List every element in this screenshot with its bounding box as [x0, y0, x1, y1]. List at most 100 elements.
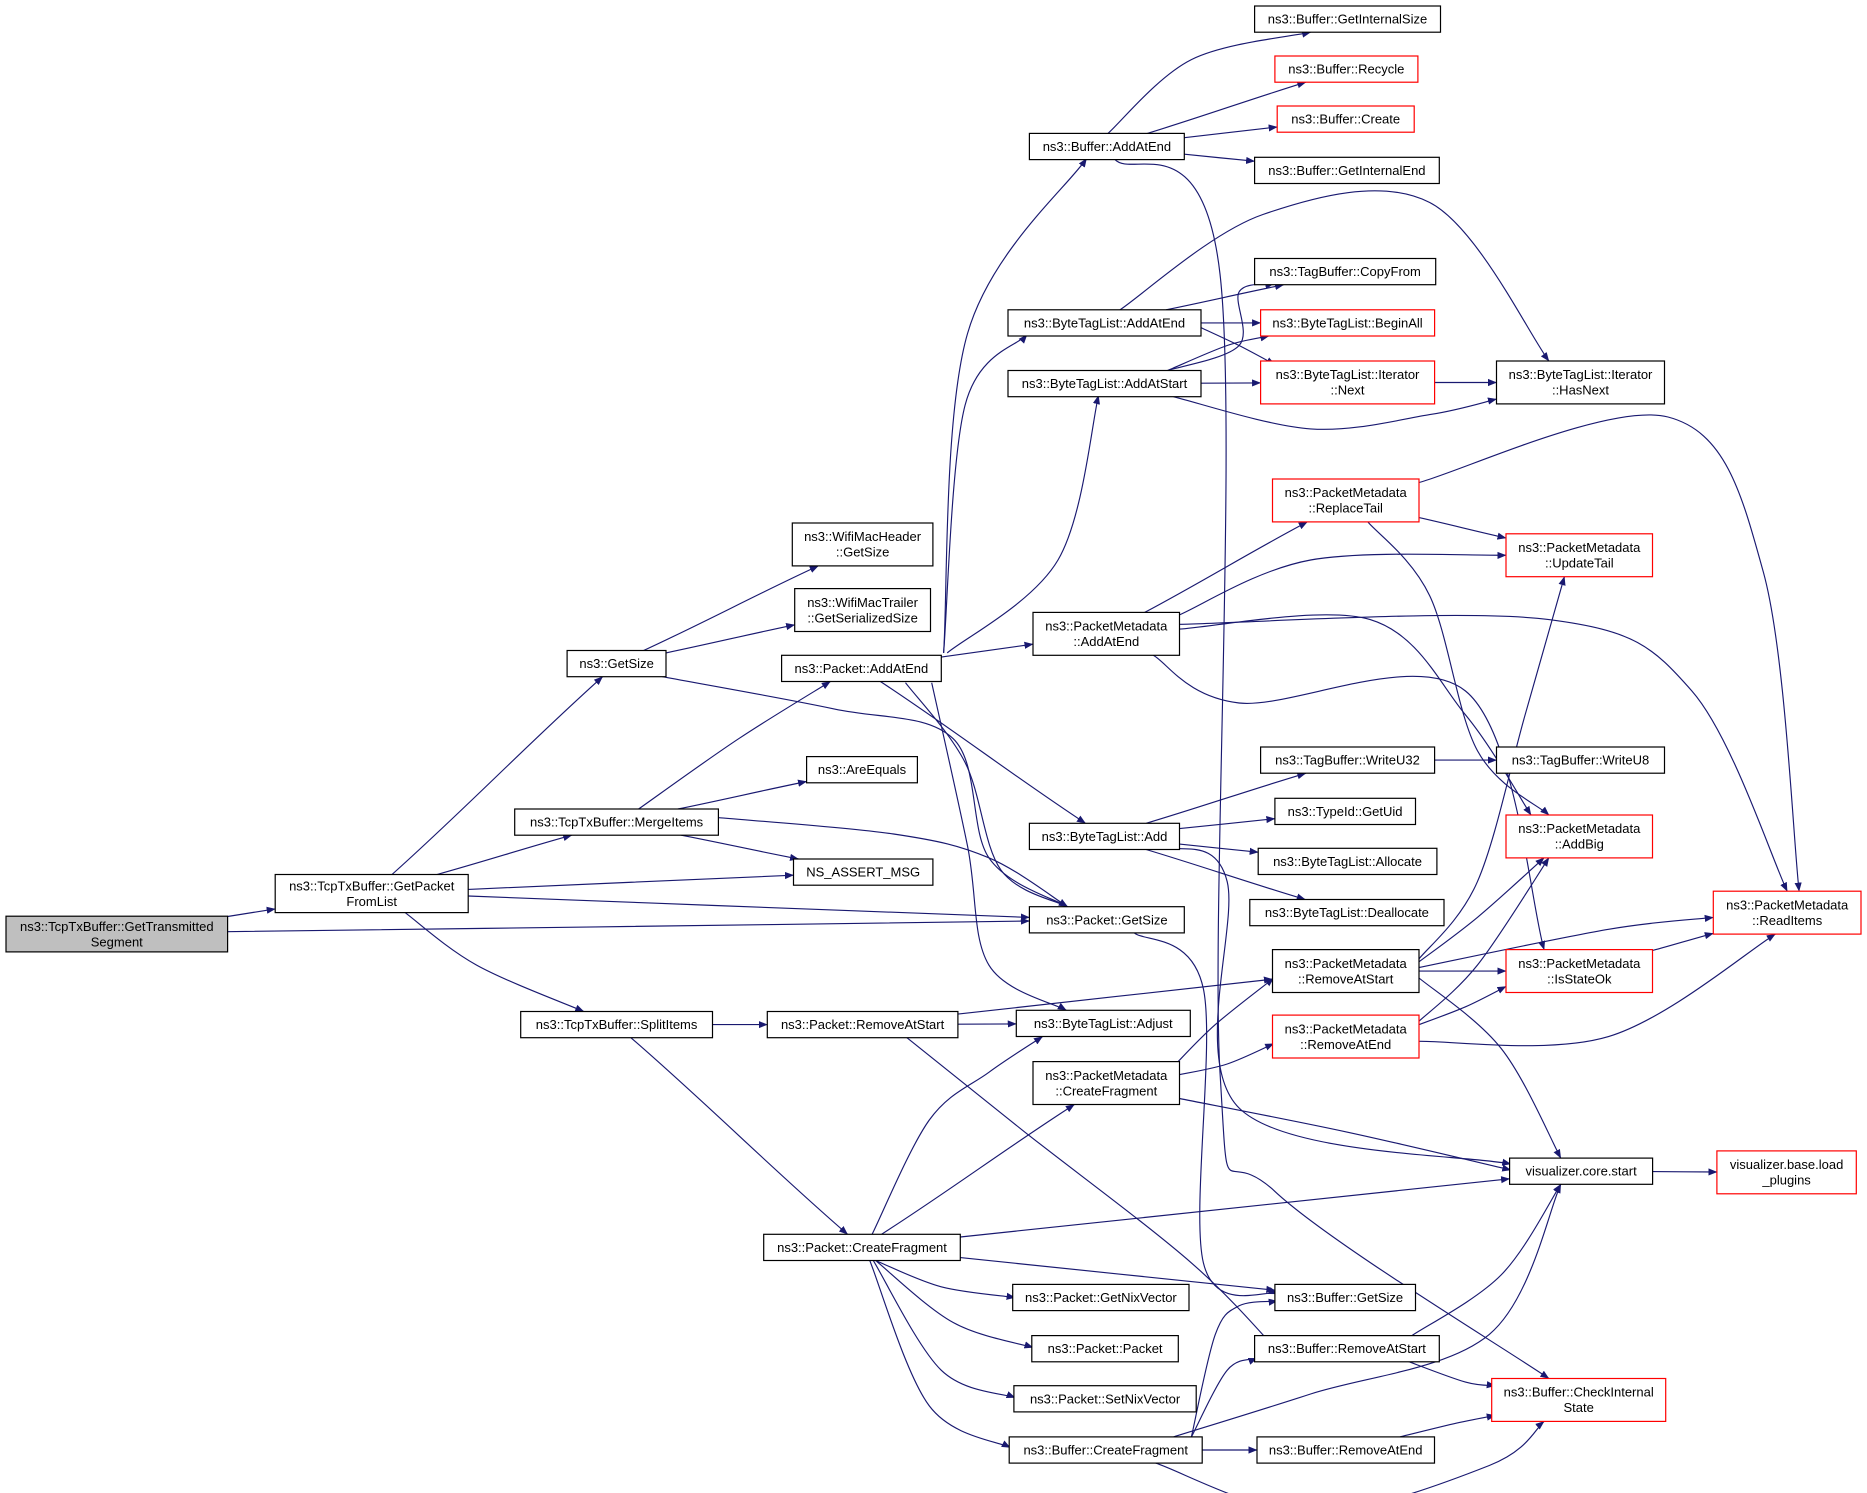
- node-box: [792, 858, 934, 886]
- edge-packetMetadataRemoveAtEnd-to-packetMetadataReadItems: [1418, 933, 1776, 1047]
- node-label-line: ::GetSerializedSize: [807, 610, 918, 625]
- node-bufferRecycle[interactable]: ns3::Buffer::Recycle: [1274, 55, 1419, 83]
- edge-packetRemoveAtStart-to-bufferRemoveAtStart: [905, 1036, 1285, 1359]
- node-label-line: ns3::ByteTagList::Allocate: [1273, 854, 1422, 869]
- node-packetPacket[interactable]: ns3::Packet::Packet: [1031, 1334, 1179, 1363]
- node-getSize[interactable]: ns3::GetSize: [566, 649, 667, 678]
- node-byteTagListIteratorHasNext[interactable]: ns3::ByteTagList::Iterator::HasNext: [1495, 360, 1666, 405]
- edge-getSize-to-wifiMacHeaderGetSize: [643, 565, 819, 652]
- node-nsAssertMsg[interactable]: NS_ASSERT_MSG: [792, 858, 934, 886]
- node-bufferRemoveAtEnd[interactable]: ns3::Buffer::RemoveAtEnd: [1256, 1436, 1436, 1464]
- node-label-line: ::UpdateTail: [1545, 556, 1614, 571]
- node-bufferCreate[interactable]: ns3::Buffer::Create: [1276, 105, 1415, 133]
- node-bufferAddAtEnd[interactable]: ns3::Buffer::AddAtEnd: [1028, 132, 1185, 161]
- node-wifiMacTrailerGetSerializedSize[interactable]: ns3::WifiMacTrailer::GetSerializedSize: [794, 587, 932, 633]
- edge-packetAddAtEnd-to-byteTagListAddAtEnd: [943, 334, 1028, 653]
- node-label-line: ns3::PacketMetadata: [1726, 897, 1849, 912]
- node-box: [1271, 948, 1420, 994]
- node-byteTagListAddAtEnd[interactable]: ns3::ByteTagList::AddAtEnd: [1007, 309, 1202, 337]
- node-label-line: ns3::PacketMetadata: [1518, 540, 1641, 555]
- node-byteTagListBeginAll[interactable]: ns3::ByteTagList::BeginAll: [1259, 309, 1436, 337]
- node-tagBufferCopyFrom[interactable]: ns3::TagBuffer::CopyFrom: [1253, 257, 1437, 286]
- node-box: [520, 1010, 714, 1039]
- node-packetRemoveAtStart[interactable]: ns3::Packet::RemoveAtStart: [766, 1010, 959, 1039]
- node-tagBufferWriteU8[interactable]: ns3::TagBuffer::WriteU8: [1495, 746, 1666, 774]
- node-label-line: ns3::TagBuffer::WriteU32: [1275, 753, 1420, 768]
- node-bufferGetInternalSize[interactable]: ns3::Buffer::GetInternalSize: [1253, 5, 1442, 33]
- node-box: [1007, 309, 1202, 337]
- node-bufferCreateFragment[interactable]: ns3::Buffer::CreateFragment: [1008, 1436, 1203, 1464]
- edge-byteTagListAddAtEnd-to-tagBufferCopyFrom: [1165, 282, 1285, 311]
- node-label-line: ns3::GetSize: [579, 656, 653, 671]
- node-packetMetadataAddBig[interactable]: ns3::PacketMetadata::AddBig: [1505, 814, 1654, 859]
- node-packetMetadataReadItems[interactable]: ns3::PacketMetadata::ReadItems: [1712, 890, 1862, 935]
- edge-mergeItems-to-packetGetSize: [714, 816, 1068, 908]
- edge-packetCreateFragment-to-packetMetadataCreateFragment: [881, 1104, 1075, 1235]
- node-box: [1505, 948, 1654, 994]
- node-label-line: ns3::Buffer::CreateFragment: [1023, 1443, 1188, 1458]
- node-label-line: ::CreateFragment: [1055, 1083, 1157, 1098]
- node-box: [1013, 1385, 1197, 1413]
- edge-bufferRemoveAtStart-to-bufferCheckInternalState: [1405, 1360, 1496, 1389]
- node-box: [1505, 814, 1654, 859]
- node-label-line: ns3::TcpTxBuffer::MergeItems: [530, 815, 704, 830]
- node-areEquals[interactable]: ns3::AreEquals: [805, 755, 918, 784]
- node-packetMetadataIsStateOk[interactable]: ns3::PacketMetadata::IsStateOk: [1505, 948, 1654, 994]
- edge-packetMetadataReplaceTail-to-packetMetadataReadItems: [1418, 414, 1802, 892]
- edge-getPacketFromList-to-packetGetSize: [468, 895, 1030, 921]
- edge-packetMetadataReplaceTail-to-packetMetadataUpdateTail: [1418, 517, 1507, 540]
- node-bufferRemoveAtStart[interactable]: ns3::Buffer::RemoveAtStart: [1253, 1334, 1440, 1363]
- node-label-line: ns3::PacketMetadata: [1045, 619, 1168, 634]
- node-label-line: ns3::PacketMetadata: [1518, 956, 1641, 971]
- node-packetMetadataRemoveAtEnd[interactable]: ns3::PacketMetadata::RemoveAtEnd: [1271, 1014, 1420, 1059]
- node-packetMetadataAddAtEnd[interactable]: ns3::PacketMetadata::AddAtEnd: [1032, 611, 1181, 656]
- edge-getPacketFromList-to-mergeItems: [436, 834, 573, 876]
- node-wifiMacHeaderGetSize[interactable]: ns3::WifiMacHeader::GetSize: [791, 522, 934, 567]
- node-packetSetNixVector[interactable]: ns3::Packet::SetNixVector: [1013, 1385, 1197, 1413]
- node-tagBufferWriteU32[interactable]: ns3::TagBuffer::WriteU32: [1259, 746, 1436, 774]
- edge-getSize-to-wifiMacTrailerGetSerializedSize: [665, 623, 796, 654]
- node-byteTagListAddAtStart[interactable]: ns3::ByteTagList::AddAtStart: [1007, 369, 1202, 398]
- node-byteTagListIteratorNext[interactable]: ns3::ByteTagList::Iterator::Next: [1259, 360, 1436, 405]
- node-bufferGetSize[interactable]: ns3::Buffer::GetSize: [1274, 1283, 1417, 1312]
- node-packetGetNixVector[interactable]: ns3::Packet::GetNixVector: [1012, 1283, 1190, 1312]
- node-typeIdGetUid[interactable]: ns3::TypeId::GetUid: [1274, 797, 1417, 826]
- node-label-line: ns3::ByteTagList::Iterator: [1276, 367, 1420, 382]
- node-bufferGetInternalEnd[interactable]: ns3::Buffer::GetInternalEnd: [1253, 156, 1440, 185]
- node-packetMetadataCreateFragment[interactable]: ns3::PacketMetadata::CreateFragment: [1032, 1060, 1181, 1106]
- node-label-line: _plugins: [1761, 1173, 1811, 1188]
- node-box: [1015, 1009, 1191, 1038]
- node-box: [1032, 1060, 1181, 1106]
- node-box: [780, 654, 942, 683]
- edge-bufferAddAtEnd-to-bufferGetInternalEnd: [1184, 153, 1256, 164]
- node-label-line: ns3::Packet::GetNixVector: [1025, 1290, 1177, 1305]
- node-byteTagListDeallocate[interactable]: ns3::ByteTagList::Deallocate: [1249, 898, 1445, 927]
- node-mergeItems[interactable]: ns3::TcpTxBuffer::MergeItems: [514, 808, 720, 836]
- node-byteTagListAdd[interactable]: ns3::ByteTagList::Add: [1028, 822, 1181, 851]
- node-packetGetSize[interactable]: ns3::Packet::GetSize: [1028, 906, 1185, 934]
- node-packetMetadataReplaceTail[interactable]: ns3::PacketMetadata::ReplaceTail: [1271, 478, 1420, 523]
- node-label-line: ns3::Packet::AddAtEnd: [795, 661, 929, 676]
- node-byteTagListAdjust[interactable]: ns3::ByteTagList::Adjust: [1015, 1009, 1191, 1038]
- node-packetAddAtEnd[interactable]: ns3::Packet::AddAtEnd: [780, 654, 942, 683]
- node-box: [1012, 1283, 1190, 1312]
- node-layer: ns3::TcpTxBuffer::GetTransmittedSegmentn…: [5, 5, 1862, 1464]
- node-byteTagListAllocate[interactable]: ns3::ByteTagList::Allocate: [1257, 847, 1438, 876]
- node-box: [1032, 611, 1181, 656]
- node-visualizerBaseLoadPlugins[interactable]: visualizer.base.load_plugins: [1716, 1150, 1857, 1195]
- node-visualizerCoreStart[interactable]: visualizer.core.start: [1508, 1157, 1654, 1185]
- node-packetMetadataUpdateTail[interactable]: ns3::PacketMetadata::UpdateTail: [1505, 533, 1654, 578]
- edge-byteTagListAdd-to-visualizerCoreStart: [1173, 846, 1512, 1166]
- edge-mergeItems-to-packetAddAtEnd: [638, 681, 831, 810]
- node-label-line: ::Next: [1331, 383, 1365, 398]
- node-packetMetadataRemoveAtStart[interactable]: ns3::PacketMetadata::RemoveAtStart: [1271, 948, 1420, 994]
- edge-packetCreateFragment-to-byteTagListAdjust: [871, 1036, 1043, 1235]
- node-label-line: ns3::Packet::RemoveAtStart: [781, 1017, 945, 1032]
- node-splitItems[interactable]: ns3::TcpTxBuffer::SplitItems: [520, 1010, 714, 1039]
- edge-packetMetadataCreateFragment-to-packetMetadataRemoveAtStart: [1173, 977, 1275, 1067]
- edge-bufferAddAtEnd-to-bufferCheckInternalState: [1114, 159, 1550, 1379]
- node-packetCreateFragment[interactable]: ns3::Packet::CreateFragment: [763, 1233, 961, 1262]
